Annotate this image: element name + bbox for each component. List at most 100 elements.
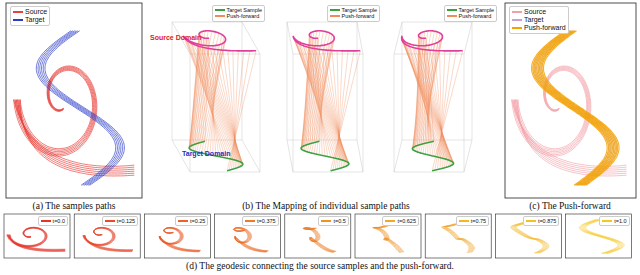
- mapping-line: [437, 51, 450, 170]
- mapping-line: [312, 48, 349, 165]
- legend-swatch: [321, 220, 331, 222]
- subfigure-caption: (a) The samples paths: [33, 201, 116, 211]
- legend-swatch: [385, 220, 395, 222]
- plot-frame: [215, 214, 281, 258]
- sample-path: [306, 228, 337, 252]
- legend-text: Push-forward: [227, 13, 260, 19]
- sample-path: [9, 228, 65, 251]
- plot-frame: [4, 214, 70, 258]
- sample-path: [84, 228, 133, 251]
- sample-path: [83, 228, 132, 251]
- axis-box: [293, 54, 294, 172]
- legend-swatch: [330, 15, 340, 17]
- sample-path: [7, 227, 65, 249]
- mapping-line: [214, 49, 241, 166]
- axis-box: [464, 54, 465, 172]
- legend-text: t=1.0: [614, 218, 626, 224]
- legend-box: t=0.125: [102, 216, 139, 226]
- legend-text: t=0.75: [471, 218, 486, 224]
- legend-box: t=0.5: [318, 216, 348, 226]
- mapping-line: [227, 51, 256, 171]
- legend-swatch: [526, 220, 536, 222]
- legend-entry: Target Sample: [447, 7, 494, 13]
- sample-path: [14, 66, 135, 166]
- sample-path: [84, 228, 132, 251]
- legend-entry: Push-forward: [330, 13, 377, 19]
- mapping-line: [333, 51, 354, 170]
- mapping-line: [412, 47, 453, 164]
- legend-entry: Target: [512, 16, 566, 24]
- sample-path: [16, 68, 134, 171]
- legend-entry: Target Sample: [215, 7, 262, 13]
- legend-entry: t=1.0: [602, 218, 626, 224]
- sample-path: [85, 228, 133, 251]
- axis-box: [357, 22, 358, 140]
- sample-path: [234, 228, 267, 252]
- legend-entry: Push-forward: [447, 13, 494, 19]
- axis-box: [172, 140, 260, 172]
- legend-text: t=0.0: [53, 218, 65, 224]
- legend-entry: t=0.625: [385, 218, 416, 224]
- mapping-line: [335, 51, 348, 170]
- legend-swatch: [13, 11, 23, 13]
- legend-text: Target: [524, 16, 543, 24]
- sample-path: [36, 31, 115, 186]
- legend-swatch: [512, 11, 522, 13]
- legend-box: t=0.75: [456, 216, 489, 226]
- legend-text: Push-forward: [459, 13, 492, 19]
- mapping-line: [435, 51, 457, 170]
- plot-frame: [425, 214, 491, 258]
- sample-path: [159, 228, 200, 251]
- legend-swatch: [215, 15, 225, 17]
- legend-box: t=0.25: [175, 216, 208, 226]
- sample-path: [19, 70, 134, 175]
- sample-path: [10, 228, 65, 251]
- legend-entry: t=0.125: [105, 218, 136, 224]
- legend-box: SourceTargetPush-forward: [509, 6, 569, 34]
- plot-frame: [285, 214, 351, 258]
- subfigure-caption: (c) The Push-forward: [529, 201, 611, 211]
- legend-swatch: [245, 220, 255, 222]
- mapping-line: [332, 51, 342, 168]
- source-curve: [293, 31, 360, 51]
- legend-entry: Source: [13, 8, 47, 16]
- sample-path: [542, 31, 618, 186]
- mapping-line: [223, 50, 239, 167]
- sample-path: [305, 228, 336, 252]
- legend-text: Push-forward: [524, 24, 566, 32]
- legend-text: t=0.125: [117, 218, 136, 224]
- sample-path: [159, 227, 201, 250]
- legend-entry: Target: [13, 16, 47, 24]
- plot-frame: [74, 214, 140, 258]
- legend-box: Target SamplePush-forward: [212, 5, 265, 22]
- legend-entry: t=0.875: [526, 218, 557, 224]
- sample-path: [160, 228, 200, 251]
- legend-swatch: [447, 9, 457, 11]
- legend-swatch: [105, 220, 115, 222]
- legend-entry: t=0.375: [245, 218, 276, 224]
- sample-path: [20, 70, 134, 176]
- subfigure-caption: (b) The Mapping of individual sample pat…: [242, 201, 410, 211]
- sample-path: [375, 226, 403, 252]
- plot-frame: [355, 214, 421, 258]
- legend-swatch: [512, 27, 522, 29]
- legend-box: t=0.875: [523, 216, 560, 226]
- legend-text: Target: [25, 16, 44, 24]
- axis-box: [472, 22, 473, 140]
- legend-box: t=0.375: [242, 216, 279, 226]
- legend-swatch: [602, 220, 612, 222]
- legend-text: Source: [25, 8, 47, 16]
- mapping-line: [415, 48, 452, 165]
- sample-path: [540, 31, 616, 186]
- legend-text: Push-forward: [342, 13, 375, 19]
- axis-box: [287, 140, 363, 172]
- legend-text: Target Sample: [459, 7, 494, 13]
- mapping-line: [327, 50, 343, 167]
- axis-box: [363, 54, 364, 172]
- sample-path: [159, 228, 200, 251]
- legend-box: t=0.0: [38, 216, 68, 226]
- axis-box: [394, 54, 395, 172]
- legend-entry: Target Sample: [330, 7, 377, 13]
